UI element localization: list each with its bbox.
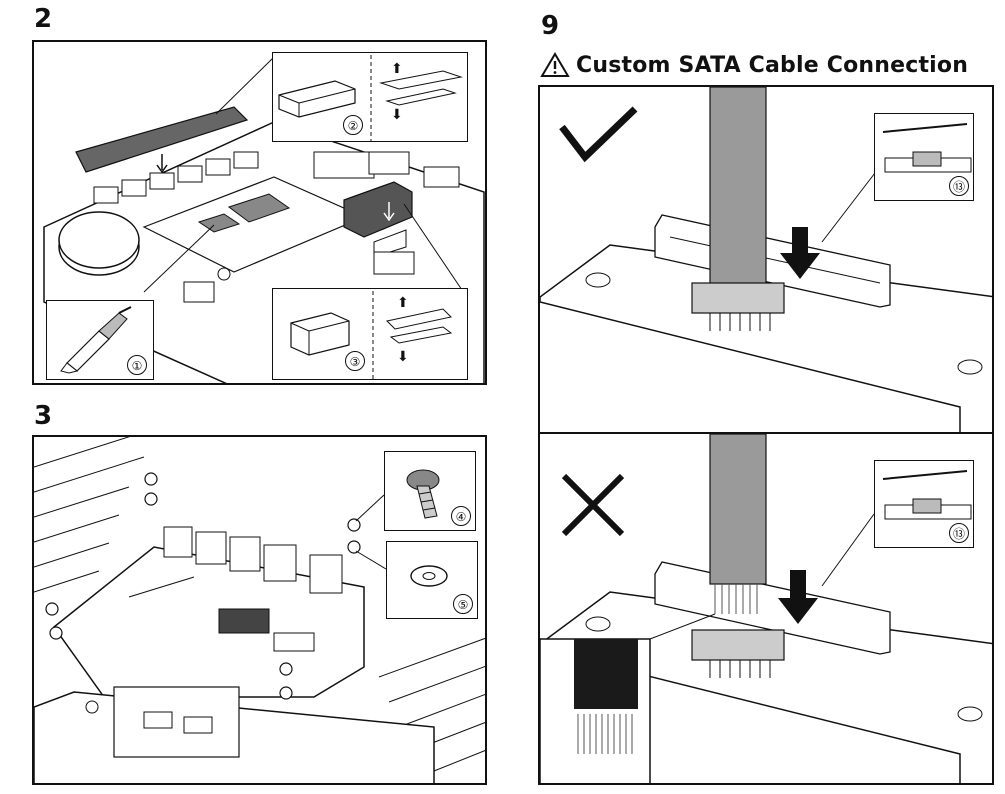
- connector-ref-inset-incorrect: ⑬: [874, 460, 974, 548]
- arrow-up-icon: ⬆: [397, 295, 409, 311]
- step-3-number: 3: [34, 401, 53, 431]
- arrow-up-icon: ⬆: [391, 61, 403, 77]
- sata-correct-panel: ⑬: [538, 85, 994, 434]
- step-9-number: 9: [541, 11, 560, 41]
- sata-cable: [709, 87, 767, 288]
- step-9-heading: Custom SATA Cable Connection: [540, 50, 968, 80]
- callout-2: ②: [343, 115, 363, 135]
- callout-13: ⑬: [949, 176, 969, 196]
- arrow-down-icon: ⬇: [391, 107, 403, 123]
- arrow-down-icon: [778, 570, 818, 624]
- thermal-pad-inset-3: ⬆ ⬇ ③: [272, 288, 468, 380]
- callout-13: ⑬: [949, 523, 969, 543]
- callout-5: ⑤: [453, 594, 473, 614]
- washer-inset: ⑤: [386, 541, 478, 619]
- callout-4: ④: [451, 506, 471, 526]
- thermal-pad-inset-2: ⬆ ⬇ ②: [272, 52, 468, 142]
- sata-incorrect-illustration: [540, 434, 992, 783]
- screw-inset: ④: [384, 451, 476, 531]
- connector-ref-inset-correct: ⑬: [874, 113, 974, 201]
- arrow-down-icon: [780, 227, 820, 279]
- arrow-down-icon: ⬇: [397, 349, 409, 365]
- cross-icon: [561, 473, 625, 537]
- sata-cable: [709, 434, 767, 585]
- callout-3: ③: [345, 351, 365, 371]
- warning-triangle-icon: [540, 52, 570, 77]
- chassis-screw-illustration: [34, 437, 485, 783]
- step-3-panel: ④ ⑤: [32, 435, 487, 785]
- callout-1: ①: [127, 355, 147, 375]
- sata-incorrect-panel: ⑬: [538, 432, 994, 785]
- sata-correct-illustration: [540, 87, 992, 432]
- step-9-heading-text: Custom SATA Cable Connection: [576, 52, 969, 78]
- checkmark-icon: [559, 106, 638, 163]
- thermal-paste-inset: ①: [46, 300, 154, 380]
- step-2-number: 2: [34, 4, 53, 34]
- step-2-panel: ⬆ ⬇ ② ⬆ ⬇ ③ ①: [32, 40, 487, 385]
